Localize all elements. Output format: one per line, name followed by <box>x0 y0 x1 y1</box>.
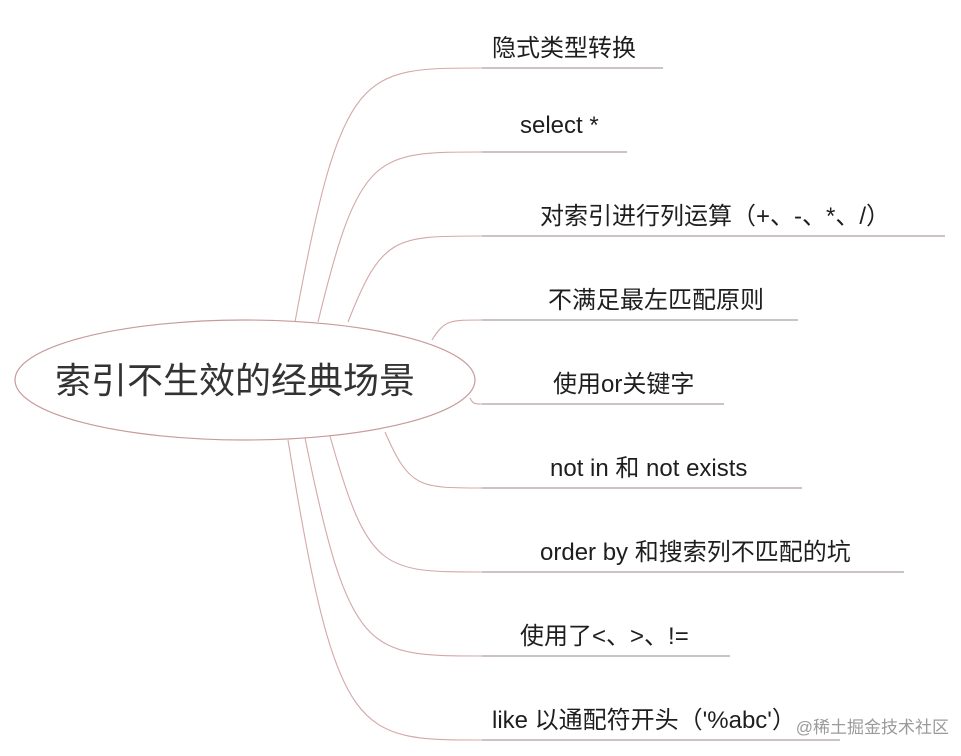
branch-connector-4 <box>469 397 483 405</box>
branch-label-order-by: order by 和搜索列不匹配的坑 <box>540 539 851 566</box>
branch-label-like-wildcard: like 以通配符开头（'%abc'） <box>492 707 796 734</box>
branch-connector-1 <box>317 151 483 323</box>
branch-connector-0 <box>294 67 483 323</box>
branch-connector-5 <box>384 431 483 489</box>
branch-connector-6 <box>329 435 483 573</box>
root-node-label: 索引不生效的经典场景 <box>54 360 415 401</box>
branch-label-comparison-ops: 使用了<、>、!= <box>520 623 689 650</box>
branch-label-implicit-conversion: 隐式类型转换 <box>492 35 636 62</box>
branch-connector-7 <box>304 437 483 657</box>
watermark: @稀土掘金技术社区 <box>795 718 949 737</box>
branch-label-select-star: select * <box>520 112 599 139</box>
branch-connector-3 <box>431 319 483 341</box>
branch-label-leftmost-prefix: 不满足最左匹配原则 <box>548 287 764 314</box>
branch-label-not-in-exists: not in 和 not exists <box>550 455 748 482</box>
branch-label-column-arithmetic: 对索引进行列运算（+、-、*、/） <box>540 203 891 230</box>
root-node-ellipse <box>14 319 476 441</box>
branch-label-or-keyword: 使用or关键字 <box>553 371 695 398</box>
branch-connector-8 <box>287 439 483 741</box>
branch-connector-2 <box>347 235 483 323</box>
